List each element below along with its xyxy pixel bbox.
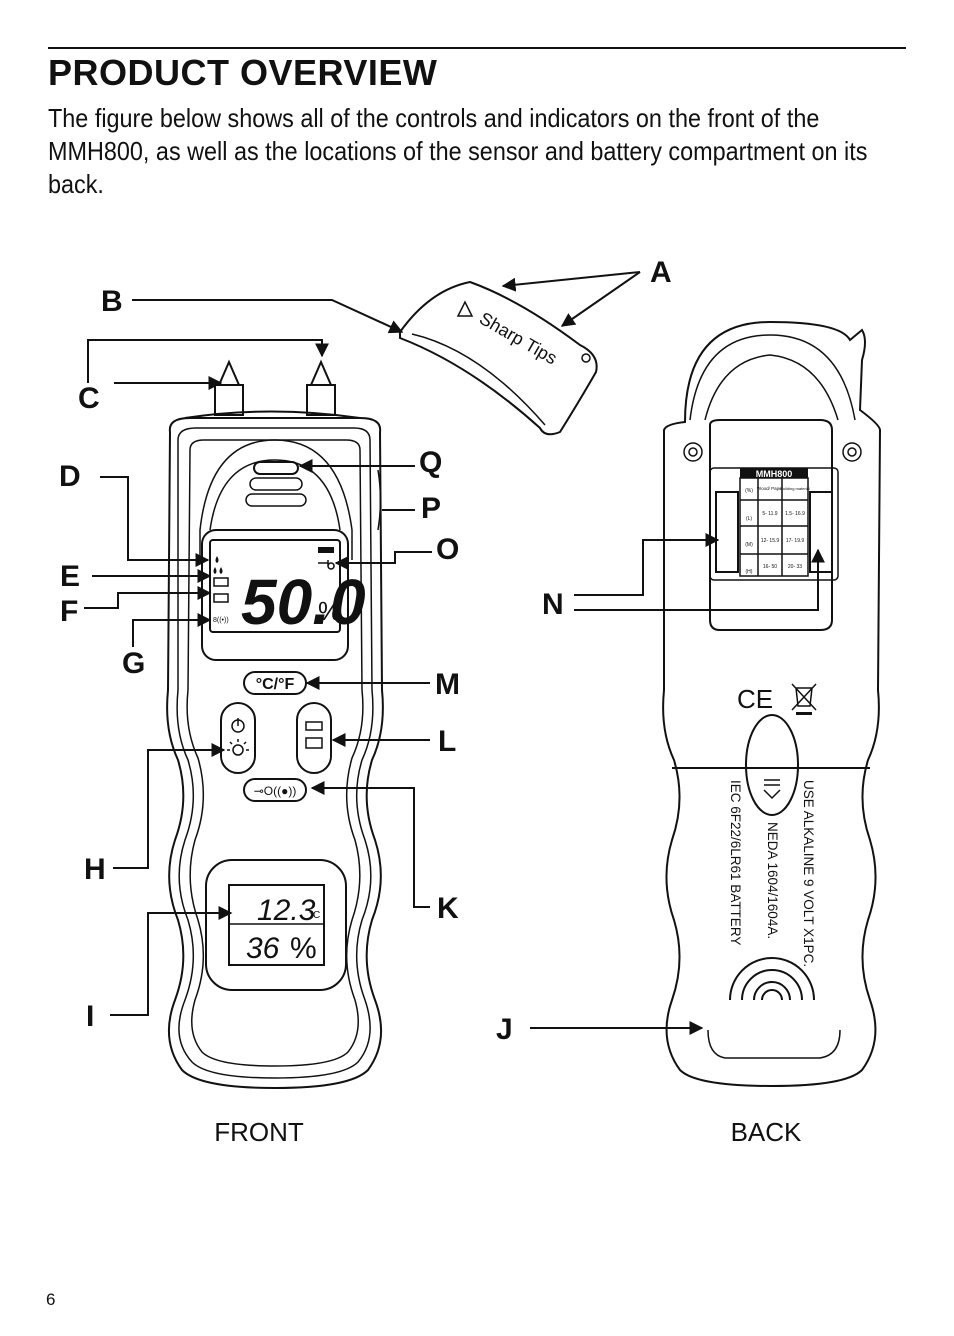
callout-n: N [542,588,564,621]
table-header-percent: (%) [745,488,753,494]
droplet-icon [215,556,219,563]
sensor-slot [253,461,299,475]
ce-mark: CE [737,684,773,714]
callout-e: E [60,560,80,593]
grip-arc [729,957,815,1001]
callout-k: K [437,892,459,925]
callout-i: I [86,1000,94,1033]
callout-leaders [84,271,825,1035]
callout-j: J [496,1013,513,1046]
table-header-building: Building material [780,486,810,491]
callout-l: L [438,725,456,758]
temperature-humidity-lcd [228,884,325,966]
table-header-wood: Wood/ Paper [757,486,784,491]
battery-icon [318,547,334,553]
lower-lcd-bezel [205,859,347,991]
screw-left [683,442,703,462]
back-caption: BACK [731,1117,802,1147]
table-cell: (H) [746,569,753,575]
callout-f: F [60,595,78,628]
front-body-outline [166,417,384,1090]
table-cell: (M) [745,542,753,548]
callout-m: M [435,668,460,701]
protective-cap: Sharp Tips [399,280,598,436]
probe-pins [184,359,361,419]
hold-beep-icon: ⊸O((●)) [254,784,297,798]
cf-button-label: °C/°F [256,676,295,693]
wood-mode-icon [305,721,323,731]
main-reading: 50.0 [241,566,366,638]
battery-door-latch[interactable] [745,714,799,816]
intro-paragraph: The figure below shows all of the contro… [48,103,868,199]
table-cell: 17- 19.9 [786,538,805,544]
warning-icon [456,300,474,317]
table-cell: 1.5- 16.9 [785,511,805,517]
callout-p: P [421,492,441,525]
top-rule [48,47,906,49]
front-device: 50.0 % 8((•)) °C/°F ⊸O((●)) [166,359,384,1090]
table-cell: 12- 15.9 [761,538,780,544]
model-label: MMH800 [756,469,793,479]
callout-q: Q [419,446,442,479]
temperature-reading: 12.3 [257,894,316,927]
screw-right [842,442,862,462]
callout-h: H [84,853,106,886]
callout-b: B [101,285,123,318]
temperature-unit: °C [309,910,320,921]
beep-icon: 8((•)) [213,617,229,624]
callout-letters: A B C D E F G H I J K L M N O P Q [59,256,672,1046]
hold-key-icon [318,560,335,570]
brick-mode-icon [305,737,323,749]
backlight-icon [232,744,244,756]
cap-label: Sharp Tips [476,308,561,368]
back-device: MMH800 (%) Wood/ Paper Building material… [662,320,882,1088]
weee-bin-icon [791,683,817,711]
table-cell: 5- 11.9 [762,511,777,517]
back-body-outline [662,320,882,1088]
humidity-reading: 36 [246,932,280,965]
sensor-pad-right [809,491,833,573]
table-cell: (L) [746,516,752,522]
table-cell: 16- 50 [763,564,777,570]
material-select-button[interactable] [296,702,332,774]
battery-text-1: USE ALKALINE 9 VOLT X1PC. [801,780,816,967]
page-title: PRODUCT OVERVIEW [48,52,438,93]
battery-text-3: IEC 6F22/6LR61 BATTERY [728,780,743,945]
sensor-label-panel [709,419,833,631]
callout-a: A [650,256,672,289]
hold-beep-button[interactable] [243,778,307,802]
droplets-icon [213,567,223,574]
callout-g: G [122,647,145,680]
callout-o: O [436,533,459,566]
wood-icon [213,577,229,587]
brick-icon [213,593,229,603]
main-unit: % [318,596,341,626]
power-backlight-button[interactable] [220,702,256,774]
page-number: 6 [46,1290,56,1309]
battery-text-2: NEDA 1604/1604A. [765,822,780,939]
sensor-pad-left [715,491,739,573]
slide-arrow-icon [763,779,781,800]
front-caption: FRONT [214,1117,304,1147]
table-cell: 20- 33 [788,564,802,570]
callout-d: D [59,460,81,493]
callout-c: C [78,382,100,415]
humidity-unit: % [290,932,317,965]
